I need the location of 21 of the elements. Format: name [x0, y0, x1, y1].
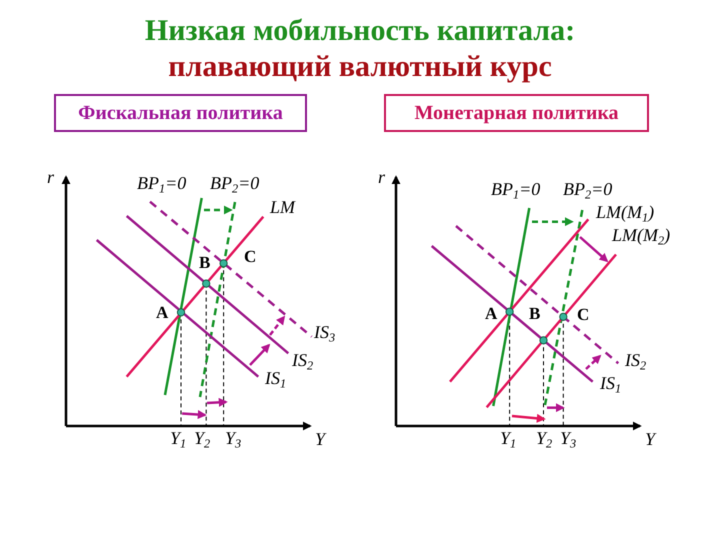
title: Низкая мобильность капитала:	[144, 14, 576, 47]
curve-label: LM(M$_{2}$)	[612, 226, 670, 246]
axis-tick-label: Y$_{2}$	[194, 429, 210, 449]
axis-label: r	[378, 168, 386, 188]
axis-tick-label: Y$_{1}$	[170, 429, 186, 449]
panel-heading: Фискальная политика	[54, 94, 307, 132]
curve-label: BP$_{1}$=0	[137, 174, 186, 194]
curve-label: BP$_{2}$=0	[563, 180, 612, 200]
axis-tick-label: Y$_{1}$	[500, 429, 516, 449]
curve-label: IS$_{3}$	[314, 323, 336, 343]
subtitle: плавающий валютный курс	[167, 50, 553, 83]
axis-tick-label: Y$_{3}$	[225, 429, 242, 449]
axis-label: r	[47, 168, 54, 188]
curve-label: IS$_{2}$	[625, 351, 646, 371]
panel-heading: Монетарная политика	[384, 94, 649, 132]
axis-tick-label: Y$_{3}$	[560, 429, 576, 449]
axis-label: Y	[315, 430, 326, 450]
curve-label: BP$_{1}$=0	[491, 180, 540, 200]
curve-label: BP$_{2}$=0	[210, 174, 260, 194]
axis-tick-label: Y$_{2}$	[536, 429, 552, 449]
axis-label: Y	[645, 430, 656, 450]
